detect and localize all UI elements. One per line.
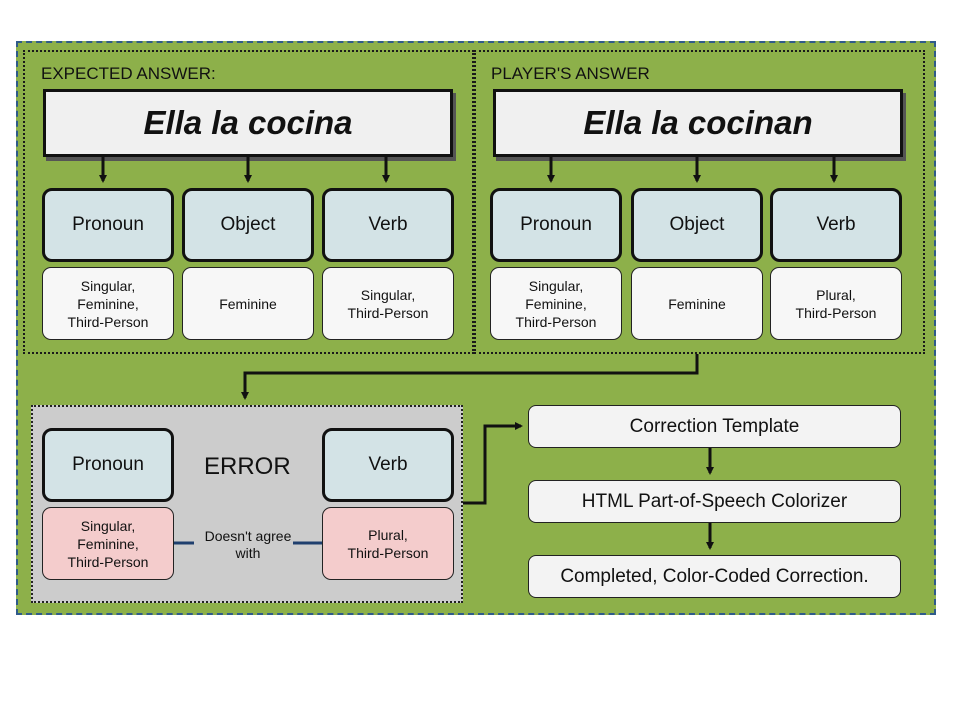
- expected-pronoun-header: Pronoun: [42, 188, 174, 262]
- expected-object-header: Object: [182, 188, 314, 262]
- arrow-error-to-template: [463, 422, 523, 505]
- error-pronoun-header: Pronoun: [42, 428, 174, 502]
- expected-verb-header: Verb: [322, 188, 454, 262]
- player-answer-panel: [474, 50, 925, 354]
- expected-object-attributes: Feminine: [182, 267, 314, 340]
- error-pronoun-attributes: Singular, Feminine, Third-Person: [42, 507, 174, 580]
- expected-sentence: Ella la cocina: [43, 89, 453, 157]
- correction-template-step: Correction Template: [528, 405, 901, 448]
- player-answer-label: PLAYER'S ANSWER: [491, 64, 650, 83]
- player-verb-attributes: Plural, Third-Person: [770, 267, 902, 340]
- expected-verb-attributes: Singular, Third-Person: [322, 267, 454, 340]
- player-pronoun-attributes: Singular, Feminine, Third-Person: [490, 267, 622, 340]
- error-verb-header: Verb: [322, 428, 454, 502]
- pos-colorizer-step: HTML Part-of-Speech Colorizer: [528, 480, 901, 523]
- expected-answer-label: EXPECTED ANSWER:: [41, 64, 216, 83]
- player-object-header: Object: [631, 188, 763, 262]
- error-verb-attributes: Plural, Third-Person: [322, 507, 454, 580]
- error-title: ERROR: [204, 453, 291, 480]
- expected-pronoun-attributes: Singular, Feminine, Third-Person: [42, 267, 174, 340]
- player-verb-header: Verb: [770, 188, 902, 262]
- expected-answer-panel: [23, 50, 474, 354]
- completed-correction-step: Completed, Color-Coded Correction.: [528, 555, 901, 598]
- arrow-player-to-error: [241, 354, 699, 400]
- disagreement-label: Doesn't agree with: [204, 528, 292, 561]
- player-object-attributes: Feminine: [631, 267, 763, 340]
- player-sentence: Ella la cocinan: [493, 89, 903, 157]
- player-pronoun-header: Pronoun: [490, 188, 622, 262]
